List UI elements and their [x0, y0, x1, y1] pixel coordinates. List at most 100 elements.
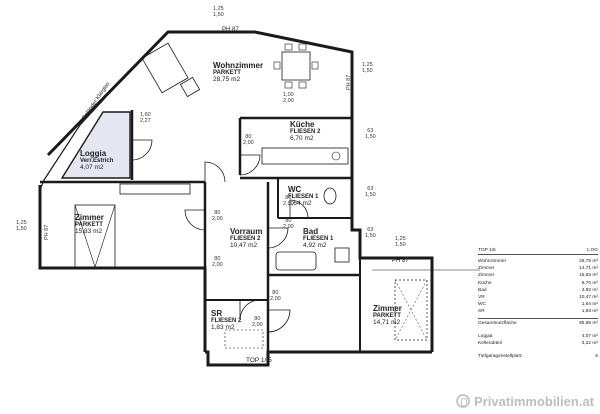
room-name: Wohnzimmer — [213, 61, 264, 70]
ph-label-right: PH 87 — [346, 74, 352, 90]
room-floor: PARKETT — [213, 70, 241, 77]
room-area: 1,64 m2 — [288, 199, 312, 207]
house-logo-icon — [456, 394, 471, 408]
room-label-sr: SR FLIESEN 2 1,83 m2 — [211, 309, 242, 332]
room-floor: Verr.Estrich — [80, 158, 114, 165]
room-floor: FLIESEN 1 — [288, 194, 319, 201]
ph-label-top: PH 87 — [222, 27, 239, 33]
kitchen-sink — [331, 151, 341, 161]
room-label-vorraum: Vorraum FLIESEN 2 10,47 m2 — [230, 227, 263, 250]
room-label-zimmer-1: Zimmer PARKETT 15,83 m2 — [75, 213, 104, 236]
room-name: SR — [211, 309, 223, 318]
room-name: Vorraum — [230, 227, 263, 236]
room-label-kueche: Küche FLIESEN 2 6,70 m2 — [290, 120, 320, 143]
table-row-value: 4,92 m² — [581, 287, 598, 293]
table-row-label: Zimmer — [478, 273, 495, 279]
table-row-value: 28,75 m² — [579, 259, 598, 264]
room-area: 10,47 m2 — [230, 241, 258, 249]
exterior-wall-right — [350, 100, 434, 352]
chair-1 — [284, 43, 293, 51]
table-row: Loggia 4,07 m² — [478, 333, 598, 340]
table-header-unit: TOP 1/5 — [478, 248, 496, 253]
table-row-label: Zimmer — [478, 266, 495, 272]
room-label-wc: WC FLIESEN 1 1,64 m2 — [288, 185, 319, 208]
door-swing-wc — [289, 199, 309, 219]
door-swing-loggia — [131, 139, 153, 161]
table-row-label: Wohnzimmer — [478, 259, 507, 264]
room-area: 14,71 m2 — [373, 318, 401, 326]
table-parking-row: Tiefgaragenstellplatz 5 — [478, 353, 598, 360]
table-row: Wohnzimmer 28,75 m² — [478, 258, 598, 265]
room-floor: FLIESEN 2 — [230, 236, 261, 243]
door-swing-zimmer2 — [267, 309, 291, 333]
room-name: WC — [288, 185, 302, 194]
chair-2 — [298, 43, 307, 51]
table-row-value: 4,07 m² — [581, 333, 598, 339]
table-parking-label: Tiefgaragenstellplatz — [478, 354, 523, 360]
room-name: Loggia — [80, 149, 107, 158]
bath-sink — [334, 247, 350, 263]
exterior-wall-living — [46, 30, 354, 157]
table-row: Küche 6,70 m² — [478, 280, 598, 287]
ph-label-zimmer2: PH 87 — [392, 258, 409, 264]
closet-vorraum — [224, 329, 264, 349]
room-area: 4,92 m2 — [303, 241, 327, 249]
door-swing-bad — [267, 227, 289, 249]
table-row-value: 1,83 m² — [581, 309, 598, 315]
chair-5 — [273, 61, 281, 70]
room-floor: FLIESEN 2 — [211, 318, 242, 325]
room-name: Zimmer — [75, 213, 104, 222]
table-row: SR 1,83 m² — [478, 308, 598, 315]
room-label-bad: Bad FLIESEN 1 4,92 m2 — [303, 227, 334, 250]
table-row-label: SR — [478, 309, 485, 315]
room-label-loggia: Loggia Verr.Estrich 4,07 m2 — [80, 149, 114, 172]
door-swing-kitchen — [239, 154, 261, 176]
watermark-text: Privatimmobilien.at — [474, 393, 594, 409]
table-row-label: Kellerabteil — [478, 341, 502, 347]
table-row: Bad 4,92 m² — [478, 287, 598, 294]
room-area: 6,70 m2 — [290, 134, 314, 142]
dining-table — [281, 51, 311, 81]
room-floor: PARKETT — [373, 313, 401, 320]
ph-label-left: PH 87 — [44, 224, 50, 240]
room-floor: FLIESEN 1 — [303, 236, 334, 243]
room-floor: PARKETT — [75, 222, 103, 229]
room-area: 4,07 m2 — [80, 163, 104, 171]
unit-label: TOP 1/ 5 — [246, 357, 272, 364]
room-label-zimmer-2: Zimmer PARKETT 14,71 m2 — [373, 304, 402, 327]
table-row-value: 6,70 m² — [581, 280, 598, 286]
armchair — [179, 76, 201, 98]
room-name: Küche — [290, 120, 315, 129]
table-row-value: 1,64 m² — [581, 302, 598, 308]
table-row-label: Bad — [478, 287, 487, 293]
table-row-value: 10,47 m² — [579, 295, 598, 301]
table-row-value: 15,83 m² — [579, 273, 598, 279]
table-row-label: Küche — [478, 280, 492, 286]
table-row-label: Loggia — [478, 333, 493, 339]
room-area: 1,83 m2 — [211, 323, 235, 331]
chair-3 — [284, 81, 293, 89]
room-name: Zimmer — [373, 304, 402, 313]
room-area: 28,75 m2 — [213, 75, 241, 83]
chair-4 — [298, 81, 307, 89]
chair-6 — [311, 61, 319, 70]
door-swing-living — [204, 161, 226, 183]
